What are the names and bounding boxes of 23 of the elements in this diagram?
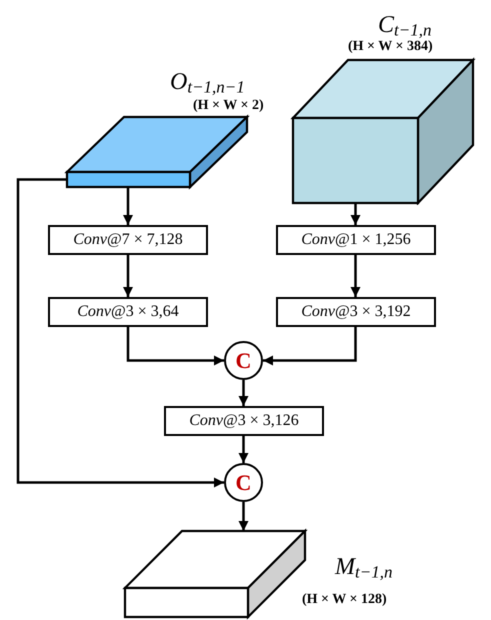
arrow bbox=[238, 502, 248, 531]
arrow bbox=[123, 255, 133, 297]
tensor-label: O$_{t−1,n−1}$ bbox=[170, 70, 245, 94]
arrow bbox=[16, 178, 224, 488]
arrow bbox=[126, 327, 224, 366]
arrow bbox=[350, 255, 360, 297]
arrow bbox=[350, 203, 360, 225]
conv-layer-box: Conv@7 × 7,128 bbox=[48, 225, 208, 255]
tensor-label: C$_{t−1,n}$ bbox=[378, 13, 432, 37]
tensor-label: M$_{t−1,n}$ bbox=[335, 555, 392, 579]
tensor-dimensions: (H × W × 128) bbox=[302, 593, 387, 607]
arrow bbox=[238, 380, 248, 406]
tensor-dimensions: (H × W × 2) bbox=[193, 99, 264, 113]
conv-layer-box: Conv@3 × 3,192 bbox=[276, 297, 436, 327]
arrow bbox=[263, 327, 357, 366]
conv-layer-box: Conv@1 × 1,256 bbox=[276, 225, 436, 255]
concat-circle: C bbox=[224, 463, 263, 502]
arrow bbox=[238, 436, 248, 463]
conv-layer-box: Conv@3 × 3,64 bbox=[48, 297, 208, 327]
arrow bbox=[123, 187, 133, 225]
conv-layer-box: Conv@3 × 3,126 bbox=[164, 406, 324, 436]
concat-circle: C bbox=[224, 341, 263, 380]
tensor-dimensions: (H × W × 384) bbox=[348, 40, 433, 54]
